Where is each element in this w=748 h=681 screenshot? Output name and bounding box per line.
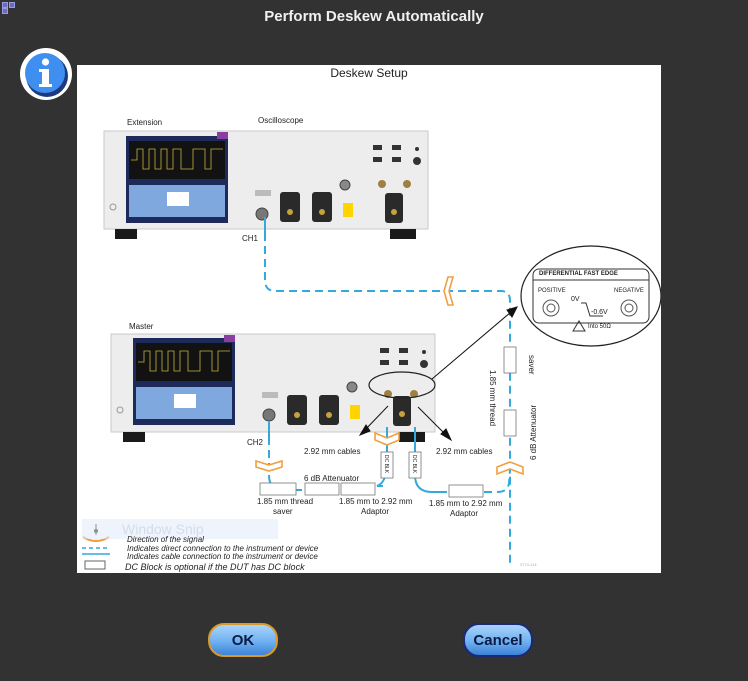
callout-impedance: Into 50Ω (588, 324, 611, 330)
direction-arrow-master (374, 431, 400, 446)
thread-saver-vertical (503, 346, 517, 374)
label-thread-saver-vertical-2: saver (527, 355, 536, 375)
callout-level-low: -0.6V (591, 309, 608, 316)
label-dc-blk-left: DC BLK (383, 455, 389, 474)
figure-id: 3774-114 (520, 562, 537, 567)
label-cables-left: 2.92 mm cables (304, 447, 361, 456)
diagram-title: Deskew Setup (330, 66, 408, 80)
diagram-drawing (82, 130, 661, 570)
label-attenuator-bottom: 6 dB Attenuator (304, 474, 360, 483)
direction-arrow-ch1 (443, 276, 455, 306)
label-ch2: CH2 (247, 438, 264, 447)
label-adaptor-right-1: 1.85 mm to 2.92 mm (429, 499, 503, 508)
label-extension: Extension (127, 118, 163, 127)
label-attenuator-vertical: 6 dB Attenuator (529, 404, 538, 460)
ok-button[interactable]: OK (208, 623, 278, 657)
info-icon (20, 48, 72, 100)
label-master: Master (129, 322, 154, 331)
label-adaptor-left-1: 1.85 mm to 2.92 mm (339, 497, 413, 506)
legend-dashed: Indicates direct connection to the instr… (127, 544, 319, 553)
label-adaptor-left-2: Adaptor (361, 507, 390, 516)
callout-negative: NEGATIVE (614, 288, 644, 294)
attenuator-bottom (304, 482, 340, 496)
label-dc-blk-right: DC BLK (411, 455, 417, 474)
callout-level-high: 0V (571, 296, 580, 303)
adaptor-right (448, 484, 484, 498)
direction-arrow-vertical (496, 461, 524, 476)
cancel-button[interactable]: Cancel (463, 623, 533, 657)
legend-solid: Indicates cable connection to the instru… (127, 552, 318, 561)
label-adaptor-right-2: Adaptor (450, 509, 479, 518)
label-thread-saver-2: saver (273, 507, 293, 516)
dc-block-right (408, 451, 422, 479)
extension-oscilloscope (103, 130, 429, 239)
direction-arrow-ch2 (255, 459, 283, 472)
legend-dc-block: DC Block is optional if the DUT has DC b… (125, 562, 305, 572)
deskew-setup-diagram: Deskew Setup (77, 65, 661, 573)
adaptor-left (340, 482, 376, 496)
label-thread-saver-vertical-1: 1.85 mm thread (488, 370, 497, 427)
ch1-dashed-cable (264, 233, 511, 565)
callout-title: DIFFERENTIAL FAST EDGE (539, 271, 618, 277)
window-control-icon[interactable] (2, 2, 16, 14)
legend-direction: Direction of the signal (127, 535, 204, 544)
label-thread-saver-1: 1.85 mm thread (257, 497, 314, 506)
dc-block-left (380, 451, 394, 479)
label-oscilloscope: Oscilloscope (258, 116, 304, 125)
dialog-title: Perform Deskew Automatically (264, 8, 484, 25)
attenuator-vertical (503, 409, 517, 437)
window-snip-overlay: Window Snip (82, 519, 278, 539)
callout-positive: POSITIVE (538, 288, 566, 294)
differential-fast-edge-callout (520, 245, 661, 347)
master-oscilloscope (110, 333, 436, 442)
thread-saver-bottom (259, 482, 297, 496)
label-cables-right: 2.92 mm cables (436, 447, 493, 456)
label-ch1: CH1 (242, 234, 259, 243)
